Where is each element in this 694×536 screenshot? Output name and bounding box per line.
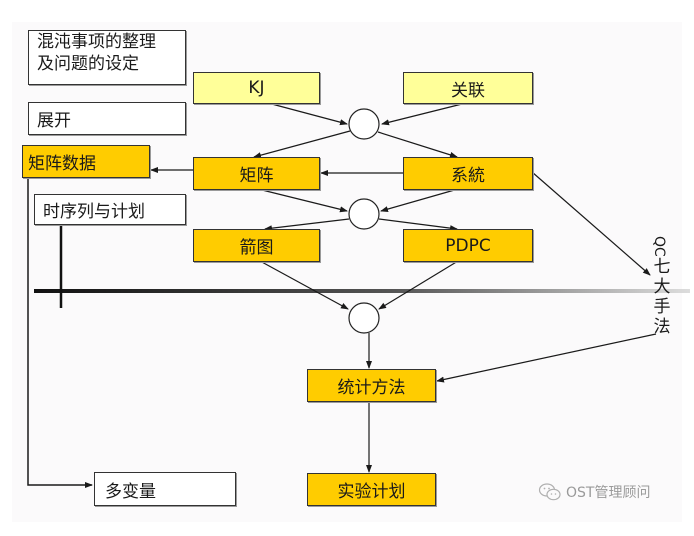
matrix-data-box: 矩阵数据 [22,145,150,178]
system-box: 系統 [403,157,533,190]
arrow-pdpc-to-circle3 [378,260,459,310]
arrow-system-to-circle2 [380,188,459,212]
matrix-label: 矩阵 [239,166,274,186]
expansion-box: 展开 [28,102,186,135]
experiment-design-label: 实验计划 [337,482,406,502]
problem-setting-box: 混沌事项的整理 及问题的设定 [28,30,186,85]
relation-label: 关联 [451,80,485,101]
wechat-icon [538,483,561,501]
kj-box: KJ [193,72,320,104]
system-label: 系統 [451,166,485,186]
qc-char-3: 手 [653,296,671,317]
time-series-box: 时序列与计划 [34,194,186,225]
junction-circle-3 [348,302,380,334]
pdpc-box: PDPC [403,229,533,262]
watermark-text: OST管理顾问 [566,485,651,501]
arrow-arrow-diagram-to-circle3 [259,260,349,310]
qc-char-2: 大 [653,276,671,297]
arrow-circle1-to-system [377,131,458,158]
statistical-methods-label: 统计方法 [337,378,406,398]
arrow-system-to-qc [531,171,651,276]
problem-setting-line-1: 混沌事项的整理 [37,32,156,52]
qc-seven-tools-label: QC 七 大 手 法 [651,236,672,337]
matrix-data-label: 矩阵数据 [28,154,96,174]
matrix-box: 矩阵 [193,157,320,190]
arrow-relation-to-circle1 [381,102,467,126]
arrow-diagram-label: 箭图 [239,238,274,258]
qc-char-1: 七 [653,256,671,277]
watermark: OST管理顾问 [538,482,650,502]
expansion-label: 展开 [37,111,71,131]
arrow-matrix-data-to-multivariate [27,177,93,488]
pdpc-label: PDPC [445,235,491,256]
kj-label: KJ [248,78,265,98]
problem-setting-line-2: 及问题的设定 [37,54,139,74]
statistical-methods-box: 统计方法 [307,369,436,402]
multivariate-box: 多变量 [94,472,236,506]
arrow-qc-to-statistics [436,333,657,383]
qc-label: QC [651,236,667,257]
arrow-kj-to-circle1 [267,102,348,126]
multivariate-label: 多变量 [105,481,156,502]
timeline-divider [34,289,690,293]
time-series-label: 时序列与计划 [43,202,145,222]
arrow-circle2-to-arrow-diagram [264,218,350,232]
experiment-design-box: 实验计划 [307,473,436,506]
arrow-matrix-to-circle2 [257,188,348,213]
arrow-circle2-to-pdpc [378,218,458,232]
junction-circle-2 [348,198,380,230]
qc-char-4: 法 [653,316,671,337]
arrow-diagram-box: 箭图 [193,229,320,262]
relation-box: 关联 [403,72,533,104]
arrow-circle1-to-matrix [253,130,351,159]
junction-circle-1 [348,108,380,140]
